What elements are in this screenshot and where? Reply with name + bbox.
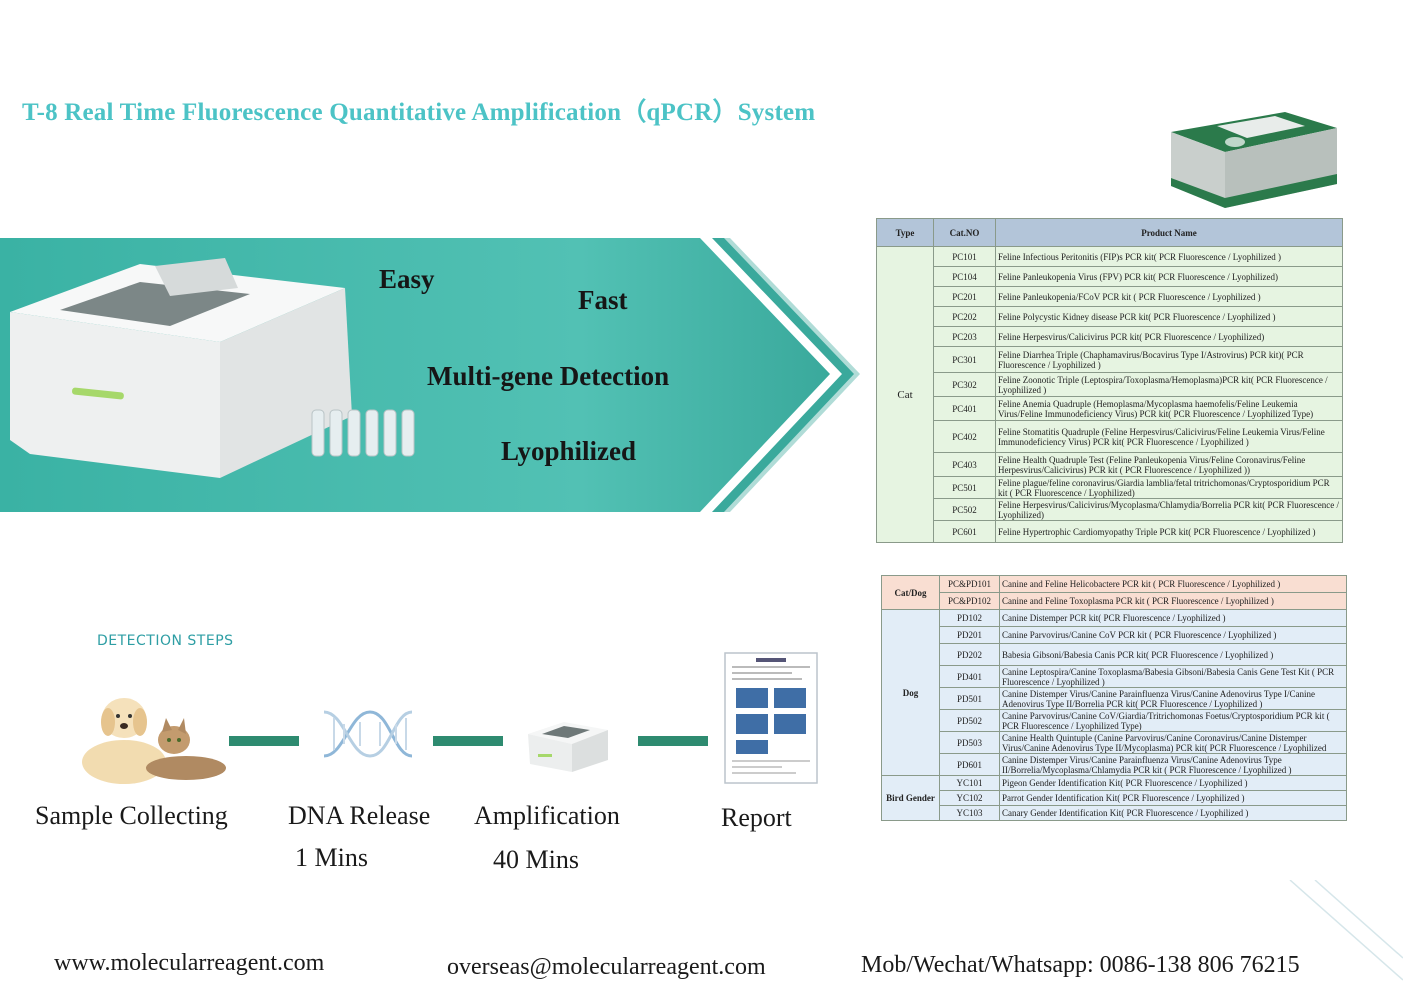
product-name-cell: Canine and Feline Toxoplasma PCR kit ( P… — [999, 592, 1347, 610]
header-cat-no: Cat.NO — [933, 218, 996, 247]
product-name-cell: Parrot Gender Identification Kit( PCR Fl… — [999, 790, 1347, 806]
cat-no-cell: PD401 — [939, 665, 1000, 688]
cat-no-cell: PC401 — [933, 396, 996, 421]
product-name-cell: Feline Health Quadruple Test (Feline Pan… — [995, 452, 1343, 477]
product-name-cell: Feline Infectious Peritonitis (FIP)s PCR… — [995, 246, 1343, 267]
product-name-cell: Canine Leptospira/Canine Toxoplasma/Babe… — [999, 665, 1347, 688]
product-name-cell: Canary Gender Identification Kit( PCR Fl… — [999, 805, 1347, 821]
product-name-cell: Feline Panleukopenia Virus (FPV) PCR kit… — [995, 266, 1343, 287]
product-name-cell: Canine and Feline Helicobactere PCR kit … — [999, 575, 1347, 593]
product-name-cell: Pigeon Gender Identification Kit( PCR Fl… — [999, 775, 1347, 791]
product-name-cell: Canine Distemper Virus/Canine Parainflue… — [999, 753, 1347, 776]
cat-no-cell: PC203 — [933, 326, 996, 347]
step-label-amplification: Amplification — [474, 801, 620, 830]
feature-fast: Fast — [578, 285, 628, 315]
dna-icon — [323, 710, 413, 758]
product-name-cell: Feline Panleukopenia/FCoV PCR kit ( PCR … — [995, 286, 1343, 307]
feature-lyophilized: Lyophilized — [501, 436, 637, 466]
footer-website[interactable]: www.molecularreagent.com — [54, 950, 325, 976]
product-name-cell: Feline Herpesvirus/Calicivirus PCR kit( … — [995, 326, 1343, 347]
step-connector — [229, 736, 299, 746]
report-icon — [724, 652, 818, 784]
type-cell: Dog — [881, 609, 940, 776]
header-type: Type — [876, 218, 934, 247]
cat-no-cell: PD502 — [939, 709, 1000, 732]
footer-email[interactable]: overseas@molecularreagent.com — [447, 954, 766, 980]
cat-no-cell: PD601 — [939, 753, 1000, 776]
cat-no-cell: PC104 — [933, 266, 996, 287]
kit-box-image — [1171, 112, 1337, 208]
product-name-cell: Canine Parvovirus/Canine CoV/Giardia/Tri… — [999, 709, 1347, 732]
step-label-dna-release: DNA Release — [288, 801, 431, 830]
dog-product-table: Cat/Dog PC&PD101 Canine and Feline Helic… — [881, 575, 1347, 821]
page-title: T-8 Real Time Fluorescence Quantitative … — [22, 99, 816, 126]
cat-no-cell: PC302 — [933, 372, 996, 397]
cat-no-cell: PC301 — [933, 346, 996, 373]
cat-no-cell: PC403 — [933, 452, 996, 477]
cat-no-cell: PC202 — [933, 306, 996, 327]
cat-no-cell: PD202 — [939, 643, 1000, 666]
cat-no-cell: PC502 — [933, 498, 996, 521]
product-name-cell: Feline plague/feline coronavirus/Giardia… — [995, 476, 1343, 499]
header-product-name: Product Name — [995, 218, 1343, 247]
cat-no-cell: PC&PD101 — [939, 575, 1000, 593]
product-name-cell: Babesia Gibsoni/Babesia Canis PCR kit( P… — [999, 643, 1347, 666]
cat-no-cell: PC601 — [933, 520, 996, 543]
detection-steps-heading: DETECTION STEPS — [97, 633, 234, 649]
product-name-cell: Feline Zoonotic Triple (Leptospira/Toxop… — [995, 372, 1343, 397]
product-name-cell: Feline Stomatitis Quadruple (Feline Herp… — [995, 420, 1343, 453]
cat-no-cell: PD503 — [939, 731, 1000, 754]
type-cell: Cat — [876, 246, 934, 543]
cat-no-cell: PC402 — [933, 420, 996, 453]
cat-no-cell: PD102 — [939, 609, 1000, 627]
product-name-cell: Canine Distemper Virus/Canine Parainflue… — [999, 687, 1347, 710]
cat-no-cell: YC101 — [939, 775, 1000, 791]
step-time-amplification: 40 Mins — [493, 845, 579, 874]
cat-no-cell: PD501 — [939, 687, 1000, 710]
cat-no-cell: PC101 — [933, 246, 996, 267]
type-cell: Bird Gender — [881, 775, 940, 821]
product-name-cell: Canine Health Quintuple (Canine Parvovir… — [999, 731, 1347, 754]
feature-multi-gene: Multi-gene Detection — [427, 361, 670, 391]
pets-image — [82, 698, 226, 784]
product-name-cell: Feline Herpesvirus/Calicivirus/Mycoplasm… — [995, 498, 1343, 521]
cat-no-cell: YC102 — [939, 790, 1000, 806]
product-name-cell: Feline Hypertrophic Cardiomyopathy Tripl… — [995, 520, 1343, 543]
cat-no-cell: PD201 — [939, 626, 1000, 644]
feature-easy: Easy — [379, 264, 435, 294]
cat-no-cell: YC103 — [939, 805, 1000, 821]
instrument-icon — [528, 722, 608, 772]
feature-banner — [0, 238, 870, 512]
product-name-cell: Feline Anemia Quadruple (Hemoplasma/Myco… — [995, 396, 1343, 421]
type-cell: Cat/Dog — [881, 575, 940, 610]
step-connector — [638, 736, 708, 746]
cat-no-cell: PC501 — [933, 476, 996, 499]
product-name-cell: Canine Parvovirus/Canine CoV PCR kit ( P… — [999, 626, 1347, 644]
footer-contact: Mob/Wechat/Whatsapp: 0086-138 806 76215 — [861, 952, 1300, 978]
cat-no-cell: PC&PD102 — [939, 592, 1000, 610]
cat-no-cell: PC201 — [933, 286, 996, 307]
step-connector — [433, 736, 503, 746]
product-name-cell: Canine Distemper PCR kit( PCR Fluorescen… — [999, 609, 1347, 627]
step-label-report: Report — [721, 803, 792, 832]
product-name-cell: Feline Polycystic Kidney disease PCR kit… — [995, 306, 1343, 327]
step-time-dna-release: 1 Mins — [295, 843, 368, 872]
corner-decoration — [1289, 880, 1403, 981]
step-label-sample-collecting: Sample Collecting — [35, 801, 228, 830]
product-name-cell: Feline Diarrhea Triple (Chaphamavirus/Bo… — [995, 346, 1343, 373]
cat-product-table: Type Cat.NO Product Name Cat PC101 Felin… — [876, 218, 1343, 543]
